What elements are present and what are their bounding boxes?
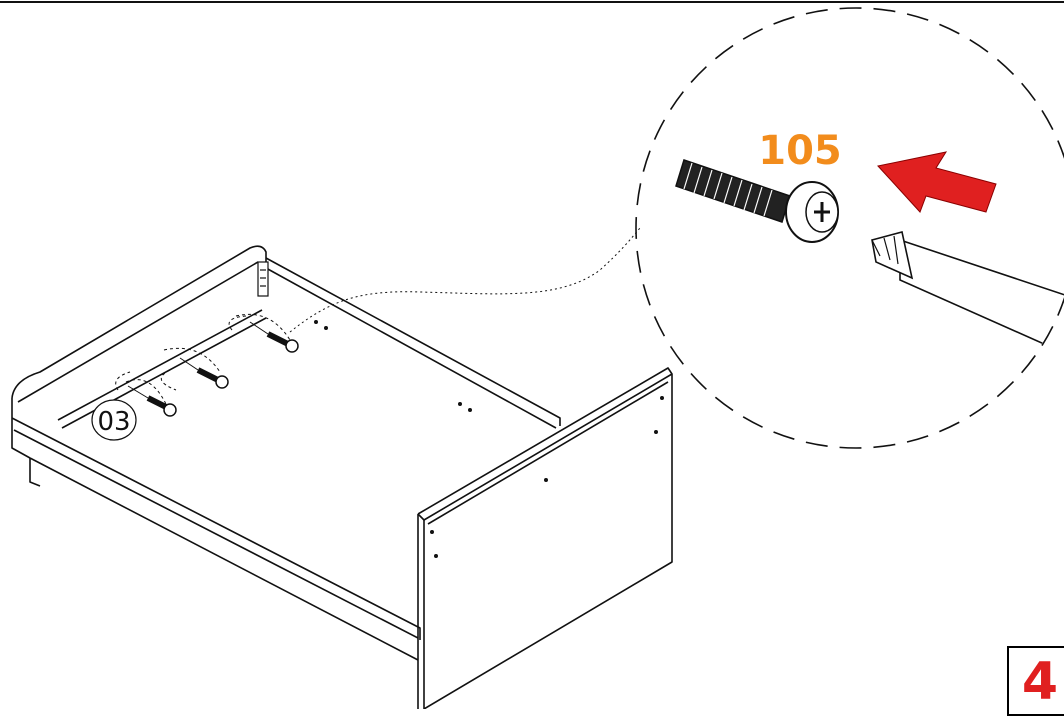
screw-small [146, 395, 177, 417]
step-box: 4 [1007, 646, 1064, 716]
left-panel-top [11, 245, 267, 399]
step-number: 4 [1021, 652, 1059, 712]
callout-circle [635, 7, 1064, 449]
dowel-holes [314, 320, 664, 558]
part-number-label: 105 [758, 128, 842, 174]
bed-frame [11, 245, 673, 709]
part-label-circle [91, 399, 137, 441]
screw-axis-lines [127, 321, 269, 399]
back-rail [265, 257, 561, 426]
front-rail [11, 417, 421, 640]
cross-rail [57, 309, 263, 421]
screw-small [196, 367, 229, 389]
bracket [257, 261, 269, 297]
part-label: 03 [97, 407, 130, 437]
insert-arrow-icon [877, 151, 997, 213]
screwdriver-icon [871, 231, 1064, 362]
right-panel [417, 367, 673, 709]
screw-icon [675, 159, 839, 243]
screw-small [266, 331, 299, 353]
screw-group [115, 313, 299, 417]
callout-leader [289, 227, 641, 333]
